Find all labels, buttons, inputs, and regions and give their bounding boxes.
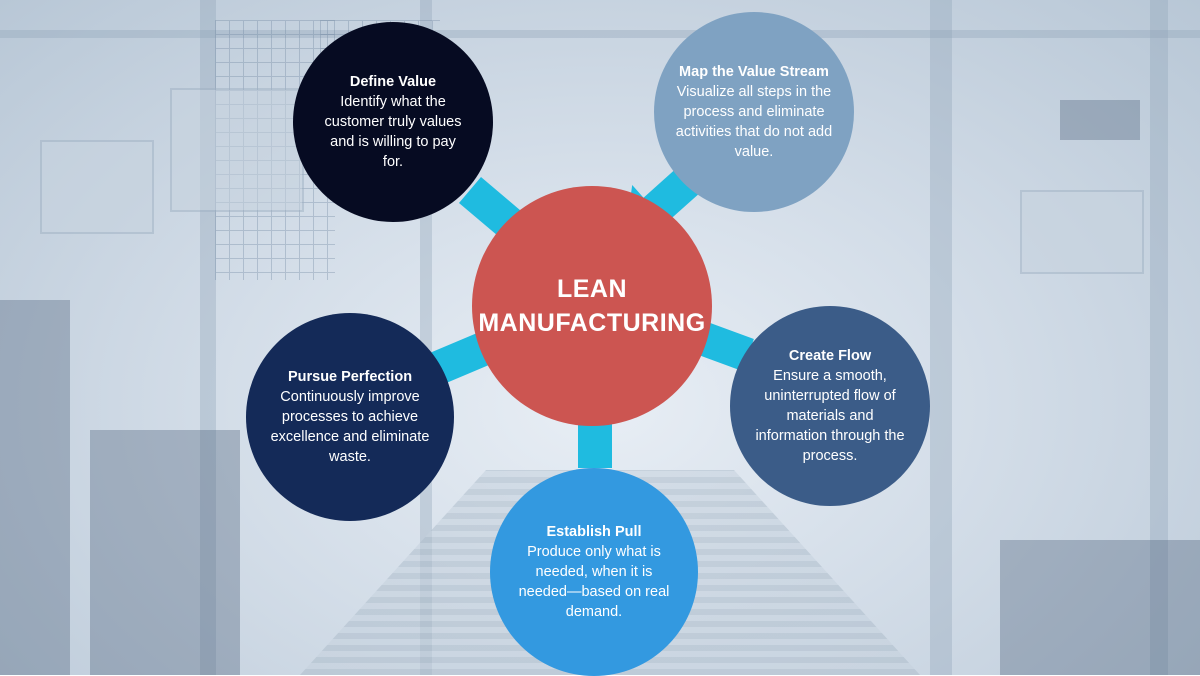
node-create-flow: Create Flow Ensure a smooth, uninterrupt… [730,306,930,506]
node-title: Create Flow [788,348,872,364]
node-title: Map the Value Stream [679,64,829,80]
lean-manufacturing-hub: LEAN MANUFACTURING [472,186,712,426]
node-description: Ensure a smooth, uninterrupted flow of m… [755,368,905,464]
node-title: Define Value [349,74,437,90]
node-description: Identify what the customer truly values … [324,94,462,170]
node-description: Continuously improve processes to achiev… [270,389,430,465]
node-map-value-stream: Map the Value Stream Visualize all steps… [654,12,854,212]
hub-title-line-2: MANUFACTURING [478,309,706,337]
node-title: Establish Pull [546,524,642,540]
node-define-value: Define Value Identify what the customer … [293,22,493,222]
node-description: Produce only what is needed, when it is … [518,544,670,620]
node-description: Visualize all steps in the process and e… [675,84,833,160]
node-establish-pull: Establish Pull Produce only what is need… [490,468,698,676]
node-pursue-perfection: Pursue Perfection Continuously improve p… [246,313,454,521]
hub-title-line-1: LEAN [556,275,628,303]
node-title: Pursue Perfection [287,369,413,385]
